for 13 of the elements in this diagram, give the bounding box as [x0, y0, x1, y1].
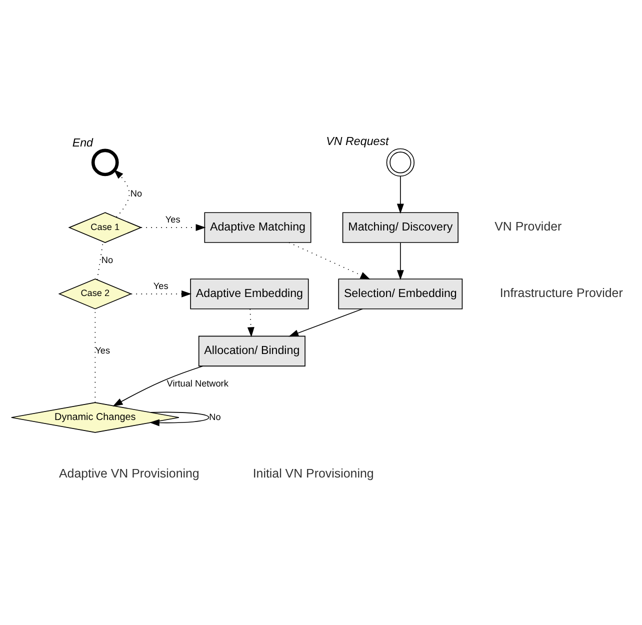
label: Infrastructure Provider	[500, 285, 623, 300]
node-label: VN Request	[326, 134, 389, 148]
node-label: End	[72, 136, 94, 149]
edge-label: Yes	[165, 214, 180, 224]
label: Initial VN Provisioning	[252, 466, 374, 480]
edge-label: Yes	[95, 344, 110, 355]
edge-label: No	[130, 188, 142, 198]
edge-label: No	[209, 411, 221, 422]
label: Adaptive VN Provisioning	[59, 466, 200, 480]
edge-label: Virtual Network	[166, 378, 228, 388]
label: VN Provider	[494, 218, 562, 233]
edge-label: Yes	[153, 280, 168, 290]
edge-label: No	[101, 254, 114, 265]
